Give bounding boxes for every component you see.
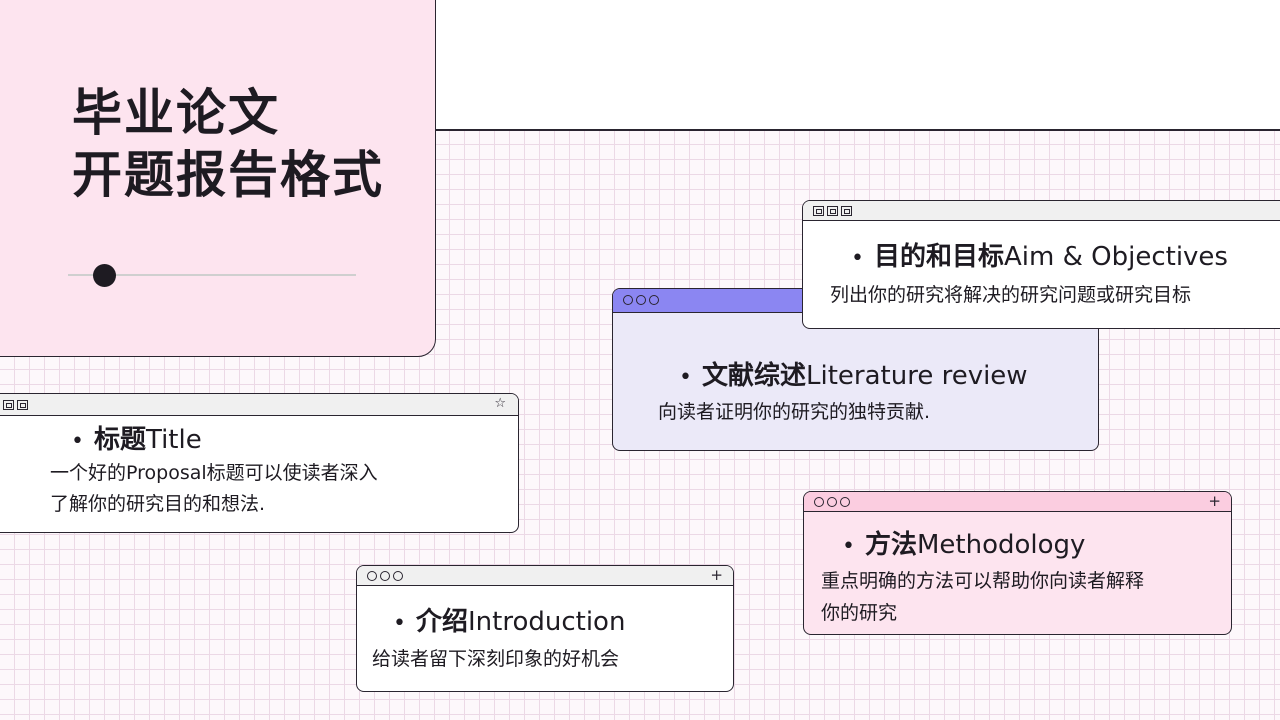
intro-heading-en: Introduction [468, 607, 626, 637]
star-icon[interactable]: ☆ [494, 396, 506, 411]
circle-control-icon[interactable] [623, 295, 633, 305]
window-titlebar: + [804, 492, 1231, 512]
plus-icon[interactable]: + [1208, 492, 1221, 510]
title-line-2: 开题报告格式 [72, 146, 384, 204]
method-heading: • 方法Methodology [842, 529, 1085, 563]
intro-window: + • 介绍Introduction 给读者留下深刻印象的好机会 [356, 565, 734, 692]
intro-heading: • 介绍Introduction [393, 606, 625, 640]
circle-control-icon[interactable] [380, 571, 390, 581]
plus-icon[interactable]: + [710, 566, 723, 584]
literature-heading: • 文献综述Literature review [679, 360, 1028, 394]
slider-track[interactable] [68, 274, 356, 276]
circle-control-icon[interactable] [814, 497, 824, 507]
title-card-heading: • 标题Title [71, 424, 202, 458]
title-heading-cn: 标题 [93, 425, 146, 455]
window-controls [623, 295, 659, 305]
method-desc-line-1: 重点明确的方法可以帮助你向读者解释 [821, 570, 1145, 592]
aim-heading-en: Aim & Objectives [1004, 242, 1228, 272]
title-heading-en: Title [146, 425, 202, 455]
circle-control-icon[interactable] [393, 571, 403, 581]
circle-control-icon[interactable] [649, 295, 659, 305]
intro-heading-cn: 介绍 [415, 607, 468, 637]
minimize-box-icon[interactable] [17, 400, 28, 410]
minimize-box-icon[interactable] [841, 206, 852, 216]
maximize-box-icon[interactable] [827, 206, 838, 216]
window-controls [367, 571, 403, 581]
page-title: 毕业论文 开题报告格式 [72, 82, 384, 206]
title-desc-line-1: 一个好的Proposal标题可以使读者深入 [50, 462, 378, 484]
window-titlebar: + [357, 566, 733, 586]
literature-desc: 向读者证明你的研究的独特贡献. [658, 401, 931, 423]
method-window: + • 方法Methodology 重点明确的方法可以帮助你向读者解释 你的研究 [803, 491, 1232, 635]
title-card [0, 0, 436, 357]
aim-heading-cn: 目的和目标 [873, 242, 1004, 272]
circle-control-icon[interactable] [827, 497, 837, 507]
bullet-icon: • [851, 246, 864, 271]
slider-knob[interactable] [93, 264, 116, 287]
title-window: ☆ • 标题Title 一个好的Proposal标题可以使读者深入 了解你的研究目… [0, 393, 519, 533]
aim-window: • 目的和目标Aim & Objectives 列出你的研究将解决的研究问题或研究… [802, 200, 1280, 329]
window-titlebar [803, 201, 1280, 221]
method-heading-en: Methodology [917, 530, 1086, 560]
close-box-icon[interactable] [813, 206, 824, 216]
intro-desc: 给读者留下深刻印象的好机会 [372, 648, 620, 670]
method-heading-cn: 方法 [864, 530, 917, 560]
circle-control-icon[interactable] [636, 295, 646, 305]
window-controls [3, 400, 28, 410]
window-titlebar: ☆ [0, 394, 518, 416]
title-line-1: 毕业论文 [72, 84, 280, 142]
bullet-icon: • [679, 365, 692, 390]
aim-heading: • 目的和目标Aim & Objectives [851, 241, 1228, 275]
window-controls [814, 497, 850, 507]
bullet-icon: • [71, 429, 84, 454]
circle-control-icon[interactable] [840, 497, 850, 507]
literature-heading-en: Literature review [806, 361, 1028, 391]
title-desc-line-2: 了解你的研究目的和想法. [50, 493, 266, 515]
circle-control-icon[interactable] [367, 571, 377, 581]
bullet-icon: • [393, 611, 406, 636]
maximize-box-icon[interactable] [3, 400, 14, 410]
aim-desc: 列出你的研究将解决的研究问题或研究目标 [830, 284, 1192, 306]
divider-line [0, 129, 1280, 131]
method-desc-line-2: 你的研究 [821, 602, 898, 624]
window-controls [813, 206, 852, 216]
literature-heading-cn: 文献综述 [701, 361, 806, 391]
bullet-icon: • [842, 534, 855, 559]
